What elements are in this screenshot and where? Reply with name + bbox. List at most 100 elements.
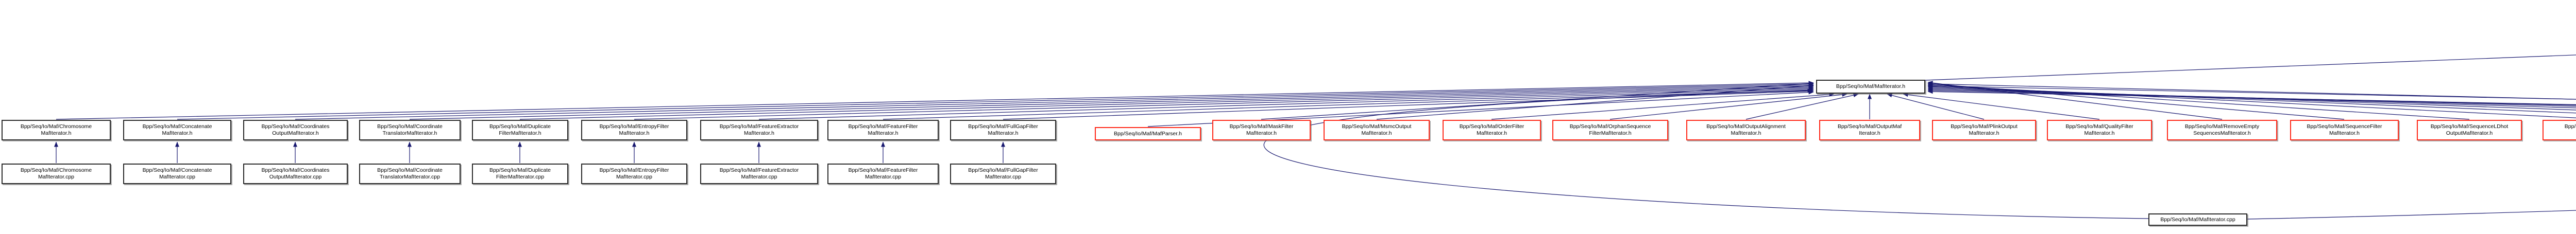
node-label: Bpp/Seq/Io/Maf/Concatenate (142, 167, 212, 173)
node-mafparser_h[interactable]: Bpp/Seq/Io/Maf/MafParser.h (1095, 127, 1201, 140)
include-edge-duplicatefilter_h-to-mafiterator_h (519, 85, 1814, 120)
node-label: Bpp/Seq/Io/Maf/MafIterator.h (1836, 83, 1906, 89)
node-label: Bpp/Seq/Io/Maf/FeatureFilter (848, 167, 918, 173)
node-label: MafIterator.h (619, 130, 650, 136)
include-edge-outputalignment_h-to-mafiterator_h (1745, 93, 1859, 120)
node-label: Bpp/Seq/Io/Maf/RemoveEmpty (2184, 123, 2260, 130)
node-label: Bpp/Seq/Io/Maf/MafIterator.cpp (2160, 216, 2235, 223)
node-sequencestream_h[interactable]: Bpp/Seq/Io/Maf/SequenceStreamToMafIterat… (2543, 120, 2576, 140)
node-mafiterator_h[interactable]: Bpp/Seq/Io/Maf/MafIterator.h (1816, 80, 1925, 94)
node-label: Bpp/Seq/Io/Maf/FullGapFilter (968, 123, 1038, 130)
include-edge-blocklength_h-to-mafiterator_h (1927, 87, 2576, 107)
node-label: MafIterator.h (1731, 130, 1761, 136)
node-label: MafIterator.h (744, 130, 774, 136)
node-label: Bpp/Seq/Io/Maf/FeatureExtractor (719, 123, 799, 130)
node-label: Bpp/Seq/Io/Maf/OrphanSequence (1569, 123, 1651, 130)
node-label: Bpp/Seq/Io/Maf/SequenceLDhot (2430, 123, 2509, 130)
node-label: Bpp/Seq/Io/Maf/Duplicate (489, 167, 551, 173)
node-label: MafIterator.h (2329, 130, 2360, 136)
node-label: Bpp/Seq/Io/Maf/Chromosome (20, 123, 92, 130)
node-label: Bpp/Seq/Io/Maf/OutputAlignment (1706, 123, 1786, 130)
include-edge-windowsplit_h-to-mafiterator_h (1927, 86, 2576, 109)
node-label: MafIterator.cpp (865, 174, 902, 180)
node-label: MafIterator.h (988, 130, 1019, 136)
node-label: Bpp/Seq/Io/Maf/MsmcOutput (1342, 123, 1412, 130)
include-edge-orderfilter_h-to-mafiterator_h (1491, 92, 1835, 120)
node-label: Bpp/Seq/Io/Maf/OrderFilter (1459, 123, 1524, 130)
include-edge-blocksize_h-to-mafiterator_h (1927, 82, 2576, 100)
node-label: Bpp/Seq/Io/Maf/Coordinates (261, 123, 330, 130)
include-edge-chromosome_h-to-mafiterator_h (56, 81, 1814, 120)
node-label: FilterMafIterator.h (499, 130, 541, 136)
include-edge-coordinatesoutput_h-to-mafiterator_h (295, 83, 1814, 120)
node-label: MafIterator.h (1477, 130, 1507, 136)
node-label: Bpp/Seq/Io/Maf/Duplicate (489, 123, 551, 130)
node-label: Bpp/Seq/Io/Maf/FeatureExtractor (719, 167, 799, 173)
include-edge-blockmerger_h-to-mafiterator_h (1927, 89, 2576, 105)
include-edge-alignmentfilter_h-to-mafiterator_h (1927, 88, 2576, 106)
node-mafiterator_cpp[interactable]: Bpp/Seq/Io/Maf/MafIterator.cpp (2148, 213, 2247, 226)
node-label: Iterator.h (1859, 130, 1880, 136)
node-label: Bpp/Seq/Io/Maf/SequenceStream (2564, 123, 2576, 130)
node-label: Bpp/Seq/Io/Maf/FeatureFilter (848, 123, 918, 130)
include-edge-orphansequencefilter_h-to-mafiterator_h (1609, 93, 1848, 120)
node-label: MafIterator.h (1361, 130, 1392, 136)
node-label: MafIterator.h (2084, 130, 2115, 136)
include-edge-coordinatetranslator_h-to-mafiterator_h (409, 84, 1814, 120)
node-label: MafIterator.cpp (616, 174, 653, 180)
node-label: MafIterator.h (1969, 130, 1999, 136)
node-label: TranslatorMafIterator.cpp (380, 174, 440, 180)
node-label: Bpp/Seq/Io/Maf/QualityFilter (2065, 123, 2133, 130)
include-edge-msmcoutput_h-to-mafiterator_h (1376, 83, 1814, 120)
node-label: Bpp/Seq/Io/Maf/Coordinate (377, 167, 443, 173)
include-edge-plinkoutput_h-to-mafiterator_h (1887, 93, 1985, 120)
node-label: Bpp/Seq/Io/Maf/MaskFilter (1229, 123, 1294, 130)
node-label: Bpp/Seq/Io/Maf/Coordinate (377, 123, 443, 130)
node-label: TranslatorMafIterator.h (382, 130, 437, 136)
include-edge-maskfilter_h-to-mafiterator_h (1261, 81, 1814, 120)
node-label: Bpp/Seq/Io/Maf/EntropyFilter (599, 167, 669, 173)
node-label: FilterMafIterator.cpp (496, 174, 545, 180)
node-label: MafIterator.cpp (985, 174, 1022, 180)
node-label: Bpp/Seq/Io/Maf/PlinkOutput (1951, 123, 2018, 130)
include-edge-featurefilter_h-to-mafiterator_h (883, 88, 1814, 120)
node-label: MafIterator.h (868, 130, 899, 136)
node-label: MafIterator.cpp (741, 174, 777, 180)
node-label: Bpp/Seq/Io/Maf/EntropyFilter (599, 123, 669, 130)
node-label: OutputMafIterator.cpp (269, 174, 322, 180)
node-label: Bpp/Seq/Io/Maf/OutputMaf (1837, 123, 1902, 130)
node-label: Bpp/Seq/Io/Maf/FullGapFilter (968, 167, 1038, 173)
node-label: OutputMafIterator.h (272, 130, 319, 136)
include-edge-concatenate_h-to-mafiterator_h (177, 82, 1814, 120)
